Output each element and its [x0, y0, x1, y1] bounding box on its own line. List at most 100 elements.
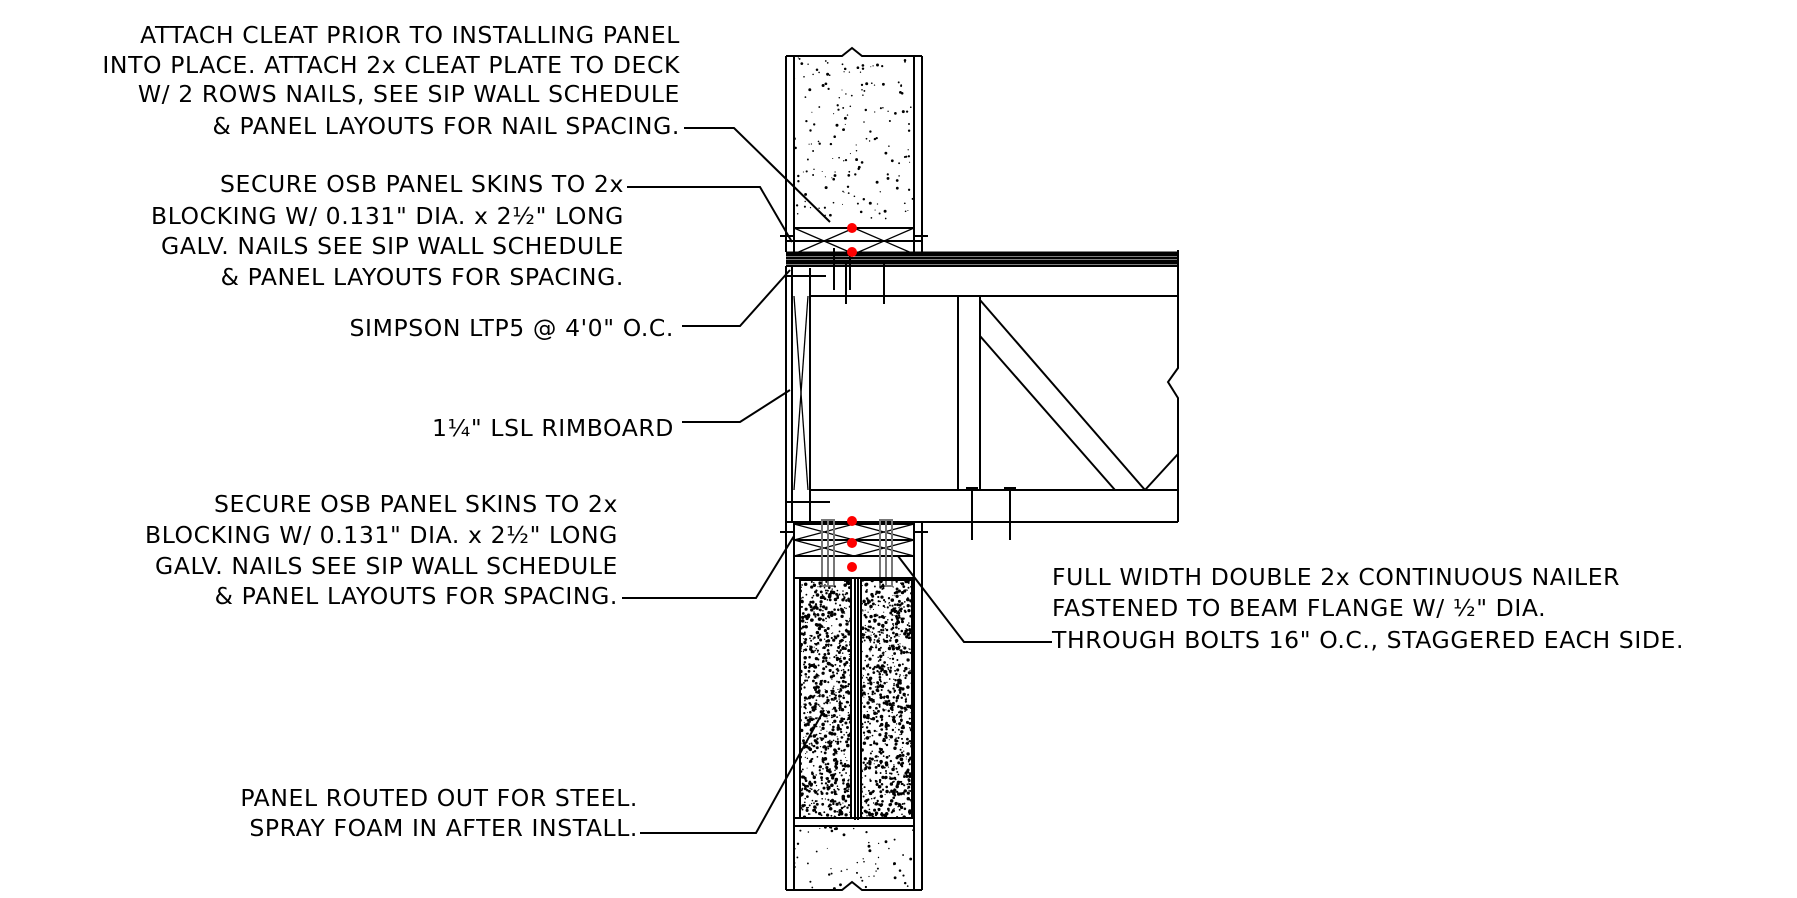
foam-dot: [822, 609, 824, 612]
foam-dot: [879, 600, 881, 603]
foam-dot: [886, 664, 889, 666]
foam-dot: [906, 604, 910, 608]
foam-dot: [903, 155, 906, 159]
foam-dot: [821, 726, 825, 731]
foam-dot: [845, 740, 849, 744]
foam-dot: [885, 727, 888, 731]
foam-dot: [829, 739, 831, 742]
foam-dot: [819, 737, 821, 739]
foam-dot: [827, 652, 831, 656]
foam-dot: [891, 728, 895, 732]
foam-dot: [847, 649, 851, 653]
foam-dot: [807, 675, 810, 679]
foam-dot: [861, 748, 864, 752]
foam-dot: [874, 779, 877, 782]
foam-dot: [884, 811, 889, 816]
foam-dot: [879, 794, 884, 798]
foam-dot: [822, 659, 825, 663]
foam-dot: [907, 149, 909, 151]
foam-dot: [821, 802, 825, 806]
foam-dot: [907, 694, 909, 696]
foam-dot: [878, 591, 881, 594]
foam-dot: [869, 722, 871, 725]
foam-dot: [891, 708, 894, 712]
foam-dot: [828, 598, 832, 602]
foam-dot: [803, 665, 808, 669]
foam-dot: [867, 678, 869, 681]
foam-dot: [878, 671, 881, 674]
foam-dot: [868, 698, 871, 701]
foam-dot: [807, 746, 811, 750]
foam-dot: [894, 669, 897, 672]
foam-dot: [830, 732, 834, 736]
foam-dot: [877, 660, 880, 662]
foam-dot: [815, 774, 817, 776]
foam-dot: [883, 661, 886, 664]
foam-dot: [869, 608, 871, 610]
foam-dot: [878, 750, 882, 754]
foam-dot: [908, 651, 910, 654]
foam-dot: [873, 633, 875, 635]
foam-dot: [891, 655, 893, 657]
foam-dot: [822, 646, 826, 650]
foam-dot: [825, 580, 828, 583]
foam-dot: [909, 648, 911, 650]
foam-dot: [873, 84, 876, 86]
foam-dot: [797, 57, 799, 59]
foam-dot: [868, 849, 872, 853]
foam-dot: [856, 861, 859, 864]
foam-dot: [800, 705, 802, 709]
foam-dot: [830, 633, 833, 635]
foam-dot: [869, 614, 873, 619]
foam-dot: [890, 618, 894, 621]
foam-dot: [812, 751, 815, 754]
foam-dot: [891, 604, 894, 607]
foam-dot: [813, 670, 816, 673]
foam-dot: [811, 886, 814, 889]
foam-dot: [823, 811, 826, 814]
foam-dot: [821, 671, 825, 675]
foam-dot: [809, 600, 813, 604]
foam-dot: [841, 203, 844, 205]
foam-dot: [895, 616, 900, 621]
foam-dot: [805, 735, 807, 737]
foam-dot: [898, 715, 901, 718]
foam-dot: [803, 736, 805, 738]
foam-dot: [900, 85, 903, 87]
foam-dot: [861, 790, 863, 794]
foam-dot: [840, 676, 843, 680]
foam-dot: [899, 633, 901, 635]
foam-dot: [880, 765, 885, 769]
foam-dot: [853, 195, 856, 198]
foam-dot: [800, 597, 802, 599]
foam-dot: [835, 692, 837, 694]
foam-dot: [800, 605, 803, 608]
foam-dot: [819, 682, 823, 686]
foam-dot: [836, 725, 841, 730]
leader-panel: [640, 709, 825, 834]
foam-dot: [911, 713, 912, 715]
foam-dot: [843, 584, 845, 586]
foam-dot: [833, 585, 837, 588]
foam-dot: [843, 116, 847, 120]
foam-dot: [845, 641, 847, 643]
foam-dot: [839, 684, 843, 688]
foam-dot: [889, 772, 891, 774]
foam-dot: [870, 757, 874, 761]
foam-dot: [907, 740, 910, 742]
foam-dot: [833, 608, 836, 611]
foam-dot: [878, 675, 882, 679]
foam-dot: [849, 811, 851, 814]
foam-dot: [849, 655, 851, 658]
foam-dot: [810, 634, 813, 638]
foam-dot: [838, 593, 841, 596]
foam-dot: [868, 686, 872, 690]
foam-dot: [800, 650, 803, 653]
foam-dot: [889, 777, 893, 780]
foam-dot: [843, 607, 846, 609]
foam-dot: [870, 82, 873, 85]
foam-dot: [811, 757, 814, 760]
foam-dot: [826, 720, 829, 723]
foam-dot: [818, 207, 820, 209]
foam-dot: [800, 701, 802, 704]
